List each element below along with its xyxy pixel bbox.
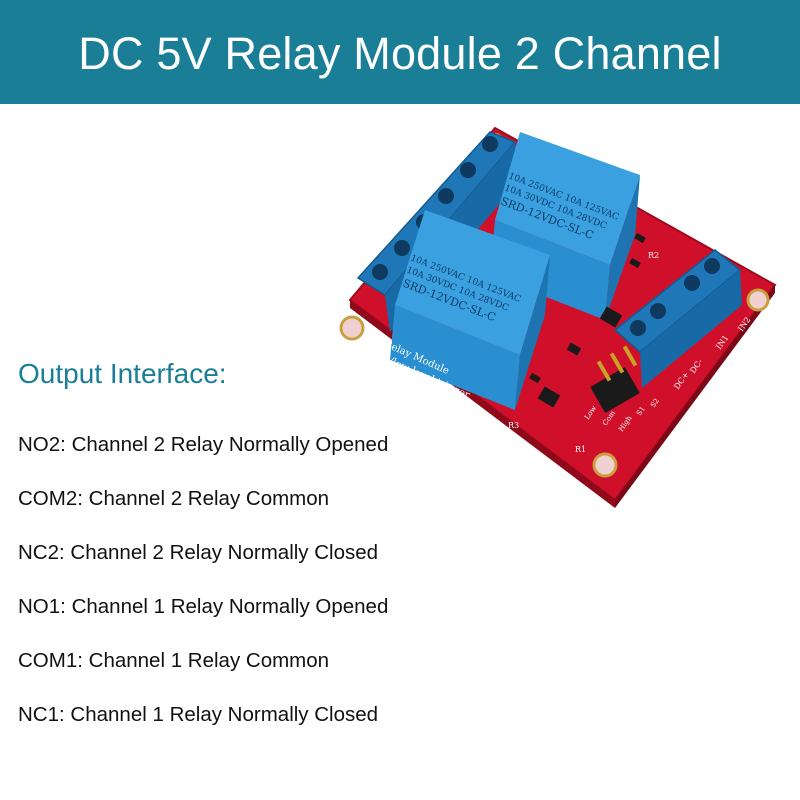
part-label-r2: R2: [648, 251, 659, 260]
pcb-edge-right: [615, 285, 775, 508]
jumper-label-s1: S1: [635, 405, 647, 417]
pin-description: Channel 2 Relay Normally Opened: [71, 433, 389, 456]
pin-name: NO2: [18, 433, 61, 456]
output-interface-list: NO2: Channel 2 Relay Normally Opened COM…: [18, 431, 388, 755]
mount-hole: [339, 315, 365, 341]
relay-bottom: 10A 250VAC 10A 125VAC 10A 30VDC 10A 28VD…: [390, 210, 550, 410]
part-label-r3: R3: [508, 421, 519, 430]
relay-module-image: 10A 250VAC 10A 125VAC 10A 30VDC 10A 28VD…: [339, 126, 777, 508]
list-item: NC2: Channel 2 Relay Normally Closed: [18, 541, 379, 564]
pin-name: COM2: [18, 487, 78, 510]
section-title: Output Interface:: [18, 358, 227, 389]
pin-description: Channel 2 Relay Normally Closed: [70, 541, 379, 564]
pin-description: Channel 1 Relay Common: [88, 649, 330, 672]
list-item: NC1: Channel 1 Relay Normally Closed: [18, 703, 379, 726]
page-title: DC 5V Relay Module 2 Channel: [78, 28, 722, 79]
relay-top: 10A 250VAC 10A 125VAC 10A 30VDC 10A 28VD…: [490, 132, 640, 320]
mount-hole: [592, 452, 618, 478]
part-label-r1: R1: [575, 445, 586, 454]
list-item: NO2: Channel 2 Relay Normally Opened: [18, 433, 389, 456]
header-banner: DC 5V Relay Module 2 Channel: [0, 0, 800, 104]
list-item: NO1: Channel 1 Relay Normally Opened: [18, 595, 389, 618]
pin-name: NC2: [18, 541, 60, 564]
part-labels: R3 R1 R2: [508, 251, 659, 454]
list-item: COM1: Channel 1 Relay Common: [18, 649, 330, 672]
jumper-label-s2: S2: [649, 397, 661, 409]
pin-name: NC1: [18, 703, 60, 726]
pin-name: NO1: [18, 595, 61, 618]
pin-name: COM1: [18, 649, 78, 672]
mount-hole: [746, 288, 770, 312]
jumper-header: [590, 345, 640, 413]
pin-description: Channel 1 Relay Normally Opened: [71, 595, 389, 618]
pin-description: Channel 1 Relay Normally Closed: [70, 703, 379, 726]
terminal-block-right: [613, 249, 742, 388]
pin-description: Channel 2 Relay Common: [88, 487, 330, 510]
smd-components: [529, 232, 646, 408]
list-item: COM2: Channel 2 Relay Common: [18, 487, 330, 510]
